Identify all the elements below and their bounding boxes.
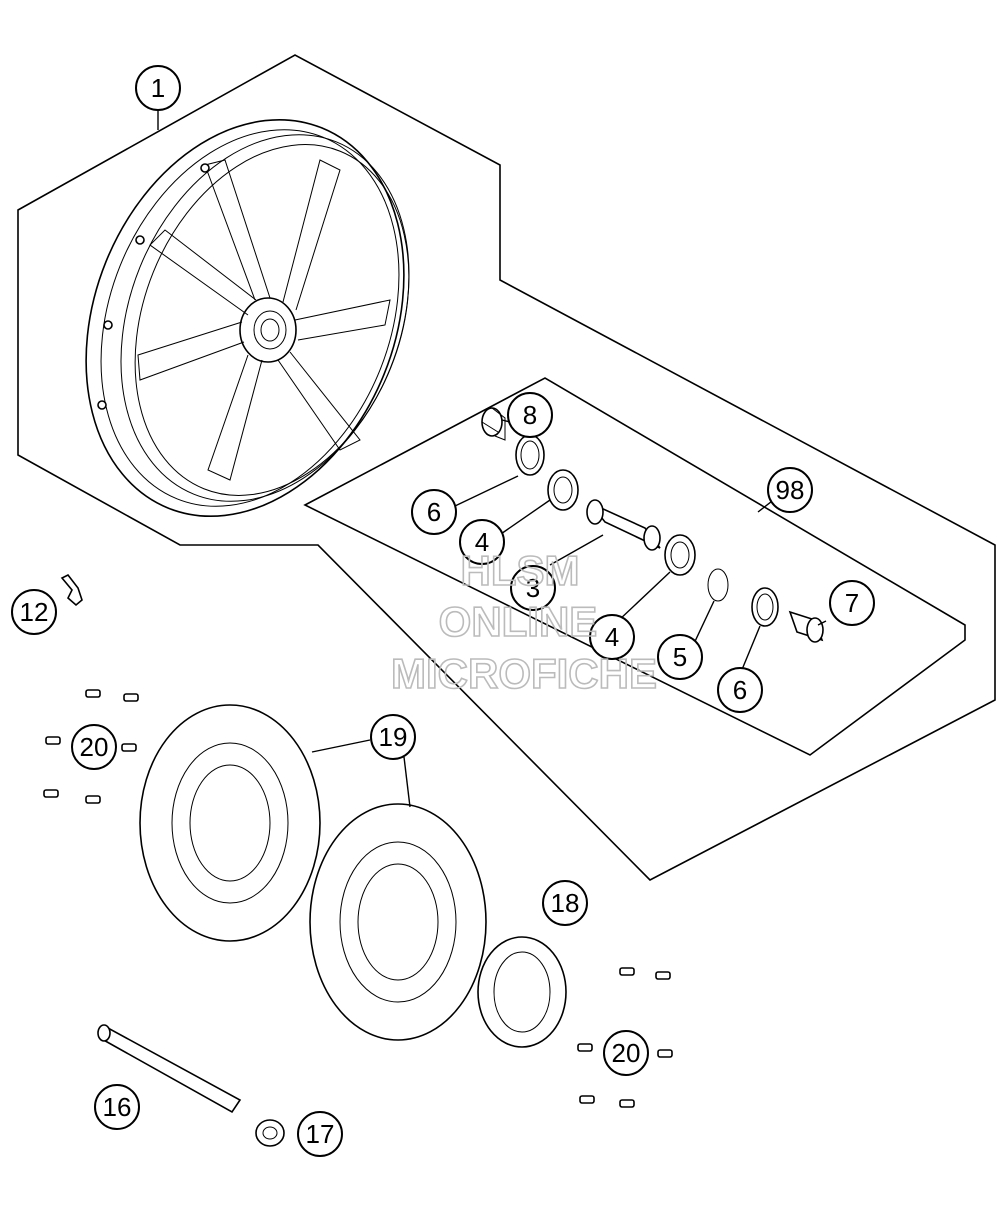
callout-3: 3: [510, 565, 556, 611]
watermark-line-1: HLSM: [461, 547, 580, 594]
part-12-valve: [60, 573, 83, 607]
part-8-spacer: [481, 407, 506, 441]
callout-19: 19: [370, 714, 416, 760]
front-wheel-rim: [85, 118, 410, 518]
callout-16: 16: [94, 1084, 140, 1130]
part-17-axle-nut: [255, 1119, 285, 1147]
callout-label: 7: [845, 588, 859, 618]
part-16-wheel-axle: [97, 1024, 242, 1114]
callout-label: 19: [379, 722, 408, 752]
callout-20-left: 20: [71, 724, 117, 770]
part-6-seal-lower: [751, 587, 779, 627]
callout-4-lower: 4: [589, 614, 635, 660]
callout-label: 5: [673, 642, 687, 672]
callout-20-right: 20: [603, 1030, 649, 1076]
callout-18: 18: [542, 880, 588, 926]
callout-8: 8: [507, 392, 553, 438]
wheel-assembly-frame: [17, 54, 996, 881]
callout-label: 6: [733, 675, 747, 705]
callout-label: 4: [605, 622, 619, 652]
callout-label: 18: [551, 888, 580, 918]
leader-lines: [157, 108, 827, 808]
kit-98-frame: [303, 377, 966, 756]
callout-label: 20: [80, 732, 109, 762]
callout-7: 7: [829, 580, 875, 626]
callout-98: 98: [767, 467, 813, 513]
callout-label: 1: [151, 73, 165, 103]
part-7-spacer: [788, 610, 824, 643]
callout-label: 4: [475, 527, 489, 557]
callout-label: 12: [20, 597, 49, 627]
callout-5: 5: [657, 634, 703, 680]
watermark-line-3: MICROFICHE: [391, 650, 657, 697]
callout-6-upper: 6: [411, 489, 457, 535]
callout-12: 12: [11, 589, 57, 635]
part-19-brake-disc-right: [309, 803, 487, 1041]
part-4-bearing-upper: [547, 469, 579, 511]
part-3-distance-sleeve: [586, 499, 661, 551]
part-5-circlip: [707, 568, 729, 602]
callout-label: 6: [427, 497, 441, 527]
part-20-screws-left: [43, 689, 139, 804]
callout-label: 8: [523, 400, 537, 430]
part-6-seal-upper: [515, 434, 545, 476]
part-19-brake-disc-left: [139, 704, 321, 942]
wheel-spokes: [137, 159, 391, 481]
callout-4-upper: 4: [459, 519, 505, 565]
part-18-abs-sensor-ring: [477, 936, 567, 1048]
part-20-screws-right: [577, 967, 673, 1108]
callout-label: 98: [776, 475, 805, 505]
part-4-bearing-lower: [664, 534, 696, 576]
callout-label: 17: [306, 1119, 335, 1149]
callout-6-lower: 6: [717, 667, 763, 713]
callout-label: 3: [526, 573, 540, 603]
callout-label: 20: [612, 1038, 641, 1068]
callout-label: 16: [103, 1092, 132, 1122]
callout-1: 1: [135, 65, 181, 111]
watermark: HLSM ONLINE MICROFICHE: [390, 546, 658, 698]
watermark-line-2: ONLINE: [439, 598, 598, 645]
callout-17: 17: [297, 1111, 343, 1157]
